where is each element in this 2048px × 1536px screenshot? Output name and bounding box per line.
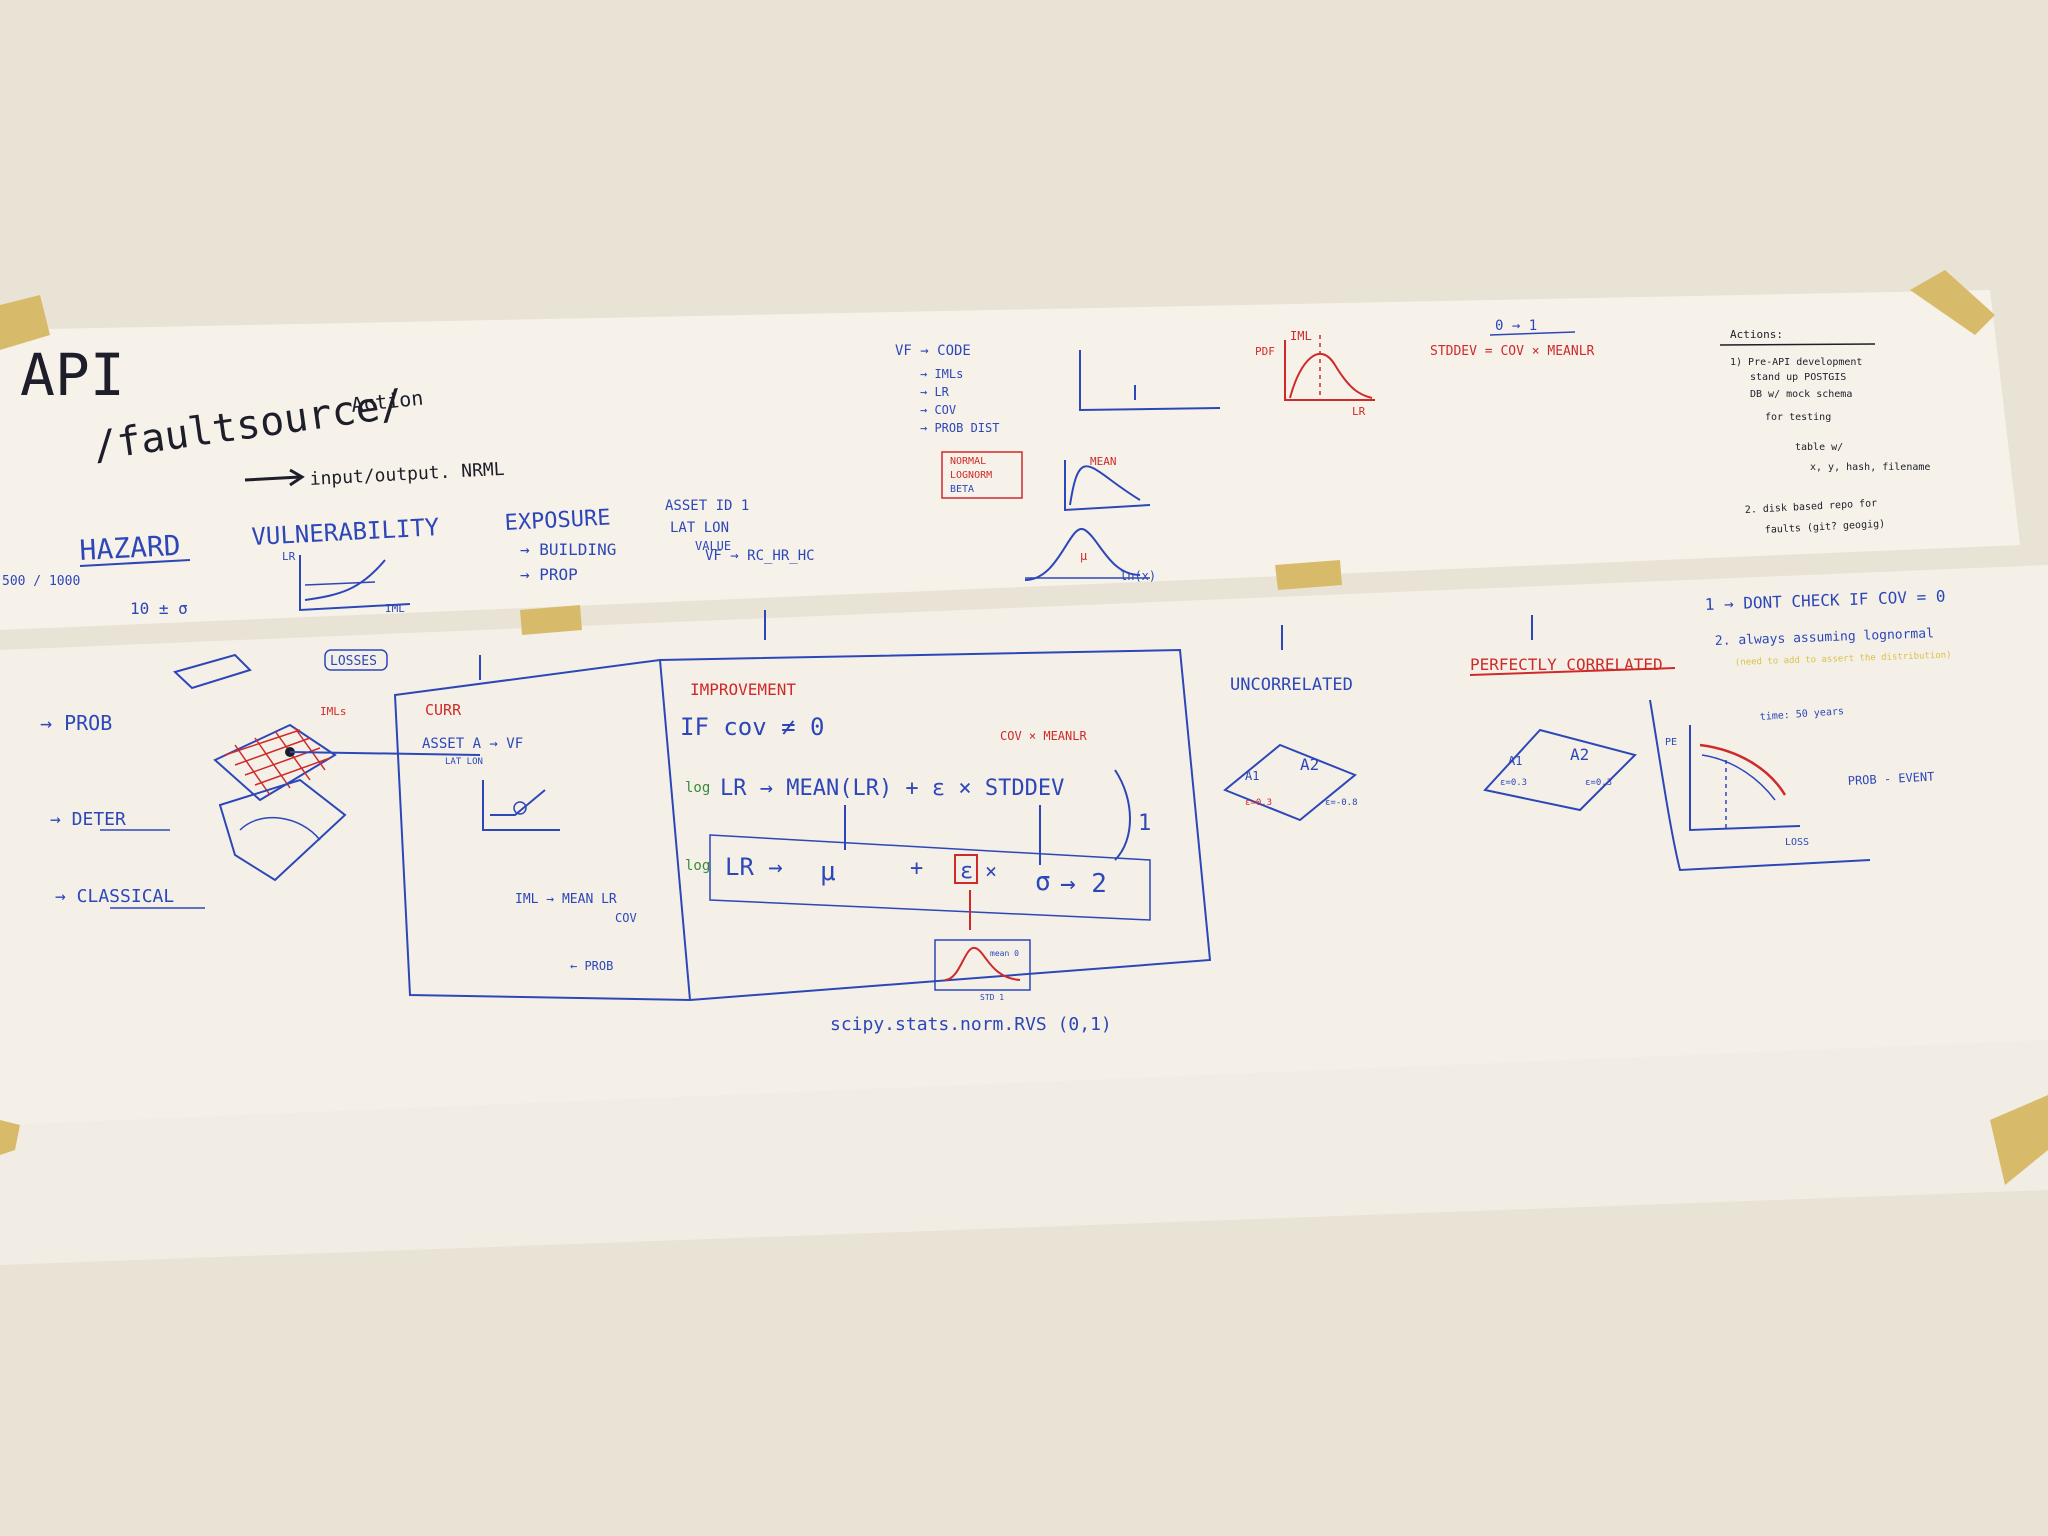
curr-asset-line: ASSET A → VF: [422, 736, 523, 752]
standard-normal-plot: mean 0 STD 1: [934, 939, 1031, 1002]
svg-text:→ 2: → 2: [1060, 869, 1107, 899]
svg-text:LOGNORM: LOGNORM: [950, 470, 992, 481]
svg-text:μ: μ: [1080, 549, 1087, 563]
asset-line-1: ASSET ID 1: [665, 498, 749, 514]
lower-paper-sheet: [0, 565, 2048, 1125]
hazard-ratio: 500 / 1000: [2, 574, 80, 589]
tape-left-bottom: [0, 1120, 20, 1155]
curr-cov: COV: [615, 911, 637, 925]
svg-text:ε=0.3: ε=0.3: [1245, 798, 1272, 808]
svg-text:ε: ε: [960, 859, 973, 884]
svg-text:A2: A2: [1570, 745, 1589, 764]
svg-text:for testing: for testing: [1765, 412, 1831, 423]
tape-right-bottom: [1990, 1095, 2048, 1185]
svg-text:→ IMLs: → IMLs: [920, 367, 963, 381]
hazard-note: 10 ± σ: [130, 599, 188, 618]
svg-text:LOSS: LOSS: [1785, 837, 1809, 848]
svg-text:ε=-0.8: ε=-0.8: [1325, 798, 1358, 808]
vulnerability-curve-sketch: LR IML: [282, 550, 411, 615]
empty-axes-sketch: [1079, 350, 1221, 412]
svg-text:NORMAL: NORMAL: [950, 456, 986, 467]
svg-text:+: +: [910, 856, 923, 881]
svg-text:log: log: [685, 780, 710, 796]
svg-text:STD 1: STD 1: [980, 993, 1004, 1002]
actions-title: Actions:: [1730, 328, 1783, 341]
asset-line-3: VALUE: [695, 539, 731, 553]
svg-text:BETA: BETA: [950, 484, 974, 495]
svg-text:LR: LR: [1352, 405, 1366, 418]
svg-text:IML: IML: [385, 602, 405, 615]
actions-block: Actions: 1) Pre-API development stand up…: [1719, 328, 1930, 536]
improvement-formula-1: LR → MEAN(LR) + ε × STDDEV: [720, 776, 1064, 801]
svg-text:IMLs: IMLs: [320, 705, 347, 718]
svg-text:MEAN: MEAN: [1090, 455, 1117, 468]
svg-text:ln(x): ln(x): [1120, 569, 1156, 583]
asset-line-2: LAT LON: [670, 520, 729, 536]
uncorrelated-title: UNCORRELATED: [1230, 675, 1353, 695]
upper-paper-sheet: [0, 290, 2020, 630]
prob-event: PROB - EVENT: [1847, 769, 1934, 788]
exposure-header: EXPOSURE: [504, 505, 611, 536]
svg-text:σ: σ: [1035, 867, 1051, 897]
svg-text:→ COV: → COV: [920, 403, 956, 417]
svg-text:VF → CODE: VF → CODE: [895, 343, 971, 359]
exposure-item-building: → BUILDING: [520, 540, 616, 559]
improvement-condition: IF cov ≠ 0: [680, 713, 825, 741]
asset-line-4: VF → RC_HR_HC: [705, 548, 815, 564]
area-sketch: [173, 653, 252, 690]
tape-middle: [1275, 560, 1342, 590]
svg-text:μ: μ: [820, 857, 836, 887]
list-deter: → DETER: [50, 809, 126, 830]
vf-list: VF → CODE → IMLs → LR → COV → PROB DIST …: [895, 318, 1595, 583]
list-prob: → PROB: [40, 711, 112, 735]
svg-text:1: 1: [1138, 811, 1151, 836]
list-classical: → CLASSICAL: [55, 886, 174, 907]
distribution-sketch: MEAN μ ln(x): [1024, 455, 1156, 583]
curr-prob: ← PROB: [570, 959, 613, 973]
uncorrelated-block: UNCORRELATED A1 A2 ε=0.3 ε=-0.8: [1223, 625, 1358, 822]
curr-iml-line: IML → MEAN LR: [515, 892, 617, 907]
svg-text:→ LR: → LR: [920, 385, 950, 399]
svg-text:IML: IML: [1290, 329, 1312, 343]
left-list: → PROB → DETER → CLASSICAL IMLs: [40, 653, 481, 909]
hazard-grid-map: IMLs: [213, 705, 481, 882]
svg-text:table w/: table w/: [1795, 442, 1843, 453]
svg-text:DB w/ mock schema: DB w/ mock schema: [1750, 389, 1852, 400]
pdf-sketch: PDF IML LR: [1255, 329, 1375, 418]
improvement-box: IMPROVEMENT IF cov ≠ 0 COV × MEANLR log …: [479, 610, 1212, 1035]
svg-text:LR: LR: [282, 550, 296, 563]
svg-text:ε=0.3: ε=0.3: [1585, 778, 1612, 788]
svg-text:PDF: PDF: [1255, 345, 1275, 358]
svg-text:x, y, hash, filename: x, y, hash, filename: [1810, 462, 1930, 473]
svg-text:A1: A1: [1245, 769, 1259, 783]
svg-text:stand up POSTGIS: stand up POSTGIS: [1750, 372, 1846, 383]
curr-box: CURR ASSET A → VF LAT LON IML → MEAN LR …: [393, 658, 692, 1002]
svg-text:PE: PE: [1665, 737, 1677, 748]
tape-right-top: [1910, 270, 1995, 335]
svg-text:1) Pre-API development: 1) Pre-API development: [1730, 357, 1862, 368]
svg-text:A1: A1: [1508, 754, 1522, 768]
scipy-line: scipy.stats.norm.RVS (0,1): [830, 1014, 1112, 1035]
stddev-top: 0 → 1: [1495, 318, 1537, 334]
tape-left-top: [0, 295, 50, 350]
svg-text:mean 0: mean 0: [990, 949, 1019, 958]
improvement-title: IMPROVEMENT: [690, 680, 796, 699]
improvement-red-note: COV × MEANLR: [1000, 729, 1087, 743]
svg-text:×: ×: [985, 859, 997, 883]
svg-text:LR →: LR →: [725, 853, 783, 881]
svg-text:log: log: [685, 858, 710, 874]
svg-text:ε=0.3: ε=0.3: [1500, 778, 1527, 788]
losses-label: LOSSES: [330, 654, 377, 669]
curr-title: CURR: [425, 701, 462, 719]
svg-text:LAT LON: LAT LON: [445, 757, 483, 767]
stddev-formula: STDDEV = COV × MEANLR: [1430, 344, 1595, 359]
api-title: API: [20, 341, 125, 409]
svg-text:A2: A2: [1300, 755, 1319, 774]
svg-text:→ PROB DIST: → PROB DIST: [920, 421, 999, 435]
exposure-item-prop: → PROP: [520, 565, 578, 584]
perfectly-correlated-block: PERFECTLY CORRELATED A1 A2 ε=0.3 ε=0.3: [1469, 615, 1676, 812]
tape-middle-left: [520, 605, 582, 635]
